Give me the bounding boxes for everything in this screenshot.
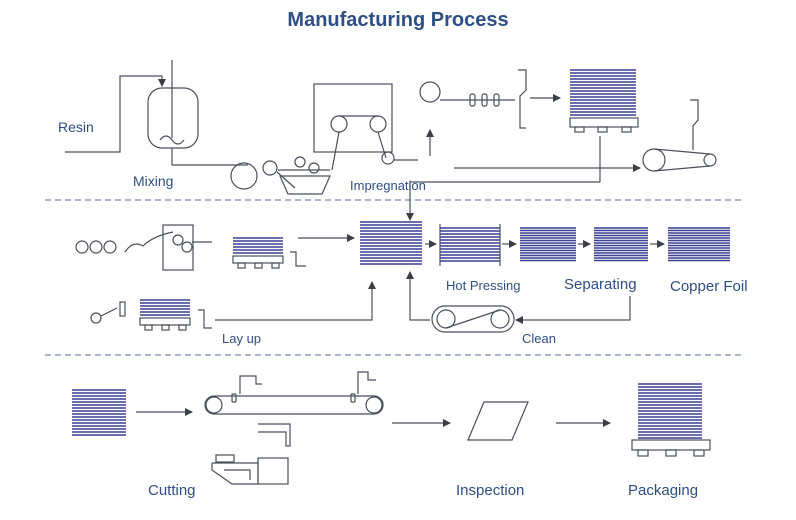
prepreg-winder [419,69,561,129]
flow-arrow [215,281,376,321]
copper-foil-stack [668,227,730,262]
flow-arrow [406,271,430,321]
layup-pallet-b [90,301,212,331]
label-mixing: Mixing [133,173,174,189]
impregnation-rollers [230,156,331,195]
label-packaging: Packaging [628,482,699,499]
layup-pallet-a [232,251,306,269]
inspection-sheet [467,401,529,441]
cut-sheets-stack [72,389,126,436]
label-cutting: Cutting [148,482,196,499]
hot-press [439,224,501,266]
label-separating: Separating [564,276,637,293]
separated-stack [520,227,576,262]
stack-pallet [569,117,639,133]
cutting-machine [211,423,291,485]
resin-feed-line [65,75,166,153]
label-inspection: Inspection [456,482,525,499]
layup-book-stack [360,221,422,265]
layup-stack-a [233,237,283,254]
flow-arrow [515,296,631,324]
separated-stack-2 [594,227,648,262]
label-lay-up: Lay up [222,331,262,346]
drying-oven [313,83,434,171]
layup-stack-b [140,299,190,316]
packaging-pallet [631,439,711,457]
label-hot-pressing: Hot Pressing [446,278,521,293]
mixing-tank [147,60,248,166]
packaging-stack [638,383,702,439]
label-resin: Resin [58,119,94,135]
cleaning-conveyor [431,305,515,333]
copper-foil-roll [642,99,717,172]
layup-rollers [75,224,212,271]
prepreg-stack [570,69,636,116]
label-copper-foil: Copper Foil [670,278,748,295]
page-title: Manufacturing Process [287,9,509,31]
label-impregnation: Impregnation [350,178,426,193]
cutting-conveyor [204,371,384,415]
label-clean: Clean [522,331,556,346]
